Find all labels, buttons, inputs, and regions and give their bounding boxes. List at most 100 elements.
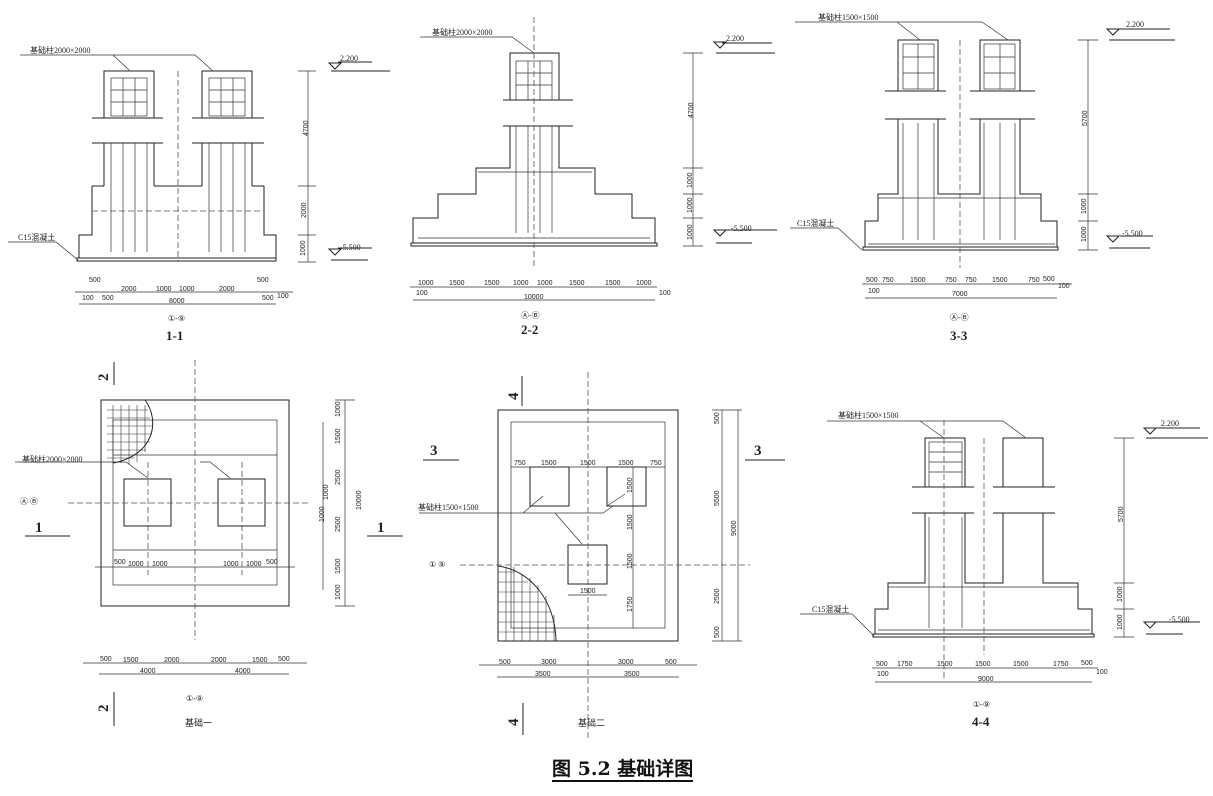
axis-label-plan-1: ①-⑨ xyxy=(186,694,203,703)
column-label-4-4: 基础柱1500×1500 xyxy=(838,410,899,420)
svg-text:1000: 1000 xyxy=(687,197,694,213)
svg-text:1750: 1750 xyxy=(897,661,913,668)
column-footprint-a xyxy=(529,466,570,507)
svg-text:500: 500 xyxy=(100,656,112,663)
plan-title-2: 基础二 xyxy=(578,717,605,728)
svg-text:1500: 1500 xyxy=(1013,661,1029,668)
plan-title-1: 基础一 xyxy=(185,717,212,728)
svg-text:750: 750 xyxy=(882,277,894,284)
svg-text:2.200: 2.200 xyxy=(1161,419,1179,428)
svg-text:10000: 10000 xyxy=(524,294,544,301)
svg-text:3000: 3000 xyxy=(618,659,634,666)
svg-text:9000: 9000 xyxy=(731,520,738,536)
svg-text:1500: 1500 xyxy=(627,553,634,569)
section-title-4-4: 4-4 xyxy=(972,714,990,729)
section-1-1: 基础柱2000×2000 C15混凝土 2.200 -5.500 4700 20… xyxy=(8,45,390,343)
svg-text:1000: 1000 xyxy=(128,561,144,568)
svg-text:1500: 1500 xyxy=(541,460,557,467)
cut-label-2-top: 2 xyxy=(96,374,112,382)
svg-text:1500: 1500 xyxy=(627,477,634,493)
svg-text:4700: 4700 xyxy=(688,102,695,118)
svg-text:2000: 2000 xyxy=(164,657,180,664)
axis-label-1-1: ①-⑨ xyxy=(168,314,185,323)
svg-text:1500: 1500 xyxy=(937,661,953,668)
svg-text:3500: 3500 xyxy=(624,671,640,678)
column-label-2-2: 基础柱2000×2000 xyxy=(432,27,493,37)
svg-text:1500: 1500 xyxy=(335,428,342,444)
svg-text:1500: 1500 xyxy=(627,514,634,530)
svg-text:500: 500 xyxy=(102,295,114,302)
plan-foundation-1: 基础柱2000×2000 Ⓐ Ⓑ 1 1 2 2 500 1000 1000 1… xyxy=(15,360,403,728)
svg-text:100: 100 xyxy=(277,293,289,300)
svg-text:1000: 1000 xyxy=(418,280,434,287)
column-label-plan-2: 基础柱1500×1500 xyxy=(418,502,479,512)
svg-text:1000: 1000 xyxy=(1117,586,1124,602)
svg-text:500: 500 xyxy=(266,559,278,566)
svg-text:1000: 1000 xyxy=(335,584,342,600)
svg-text:1000: 1000 xyxy=(513,280,529,287)
svg-text:500: 500 xyxy=(714,626,721,638)
svg-text:500: 500 xyxy=(89,277,101,284)
svg-text:1000: 1000 xyxy=(179,286,195,293)
axis-label-19: ① ⑨ xyxy=(429,560,445,569)
svg-text:2500: 2500 xyxy=(335,469,342,485)
cut-label-4-top: 4 xyxy=(506,392,522,400)
svg-text:5700: 5700 xyxy=(1118,506,1125,522)
axis-label-ab: Ⓐ Ⓑ xyxy=(20,497,38,506)
svg-text:1500: 1500 xyxy=(975,661,991,668)
column-label-3-3: 基础柱1500×1500 xyxy=(818,12,879,22)
plan-foundation-2: 基础柱1500×1500 ① ⑨ 3 3 4 4 750 1500 1500 1… xyxy=(418,372,785,740)
svg-text:500: 500 xyxy=(499,659,511,666)
svg-text:1500: 1500 xyxy=(449,280,465,287)
svg-text:3500: 3500 xyxy=(535,671,551,678)
svg-text:2.200: 2.200 xyxy=(726,34,744,43)
svg-text:1000: 1000 xyxy=(1117,614,1124,630)
svg-text:1500: 1500 xyxy=(910,277,926,284)
svg-text:1500: 1500 xyxy=(618,460,634,467)
svg-text:8000: 8000 xyxy=(169,298,185,305)
svg-text:500: 500 xyxy=(262,295,274,302)
svg-text:3000: 3000 xyxy=(541,659,557,666)
svg-text:1000: 1000 xyxy=(246,561,262,568)
svg-text:2500: 2500 xyxy=(714,588,721,604)
elev-bottom-1-1: -5.500 xyxy=(340,243,361,252)
cut-label-1-right: 1 xyxy=(377,520,385,536)
svg-text:1000: 1000 xyxy=(687,224,694,240)
svg-text:100: 100 xyxy=(1096,669,1108,676)
svg-text:1500: 1500 xyxy=(252,657,268,664)
svg-text:2500: 2500 xyxy=(335,516,342,532)
svg-text:-5.500: -5.500 xyxy=(1169,615,1190,624)
svg-text:1500: 1500 xyxy=(123,657,139,664)
section-2-2: 基础柱2000×2000 2.200 -5.500 4700 1000 1000… xyxy=(410,17,777,337)
svg-text:4000: 4000 xyxy=(140,668,156,675)
svg-text:750: 750 xyxy=(514,460,526,467)
cut-label-1-left: 1 xyxy=(35,520,43,536)
section-title-3-3: 3-3 xyxy=(950,328,968,343)
svg-text:750: 750 xyxy=(945,277,957,284)
concrete-label-3-3: C15混凝土 xyxy=(797,218,834,228)
svg-text:500: 500 xyxy=(114,559,126,566)
svg-text:500: 500 xyxy=(665,659,677,666)
svg-text:100: 100 xyxy=(416,290,428,297)
svg-text:1000: 1000 xyxy=(1081,198,1088,214)
section-4-4: 基础柱1500×1500 C15混凝土 2.200 -5.500 5700 10… xyxy=(800,410,1208,729)
svg-text:5500: 5500 xyxy=(714,490,721,506)
section-title-1-1: 1-1 xyxy=(166,328,183,343)
svg-text:1000: 1000 xyxy=(156,286,172,293)
svg-text:2.200: 2.200 xyxy=(1126,20,1144,29)
svg-text:1500: 1500 xyxy=(992,277,1008,284)
rebar-mesh-hatch xyxy=(107,399,154,464)
figure-caption: 图 5.2 基础详图 xyxy=(552,758,694,782)
svg-text:1500: 1500 xyxy=(335,558,342,574)
svg-text:100: 100 xyxy=(82,295,94,302)
svg-text:1000: 1000 xyxy=(152,561,168,568)
svg-text:750: 750 xyxy=(650,460,662,467)
cut-label-3-left: 3 xyxy=(430,443,438,459)
svg-text:1000: 1000 xyxy=(1081,226,1088,242)
section-title-2-2: 2-2 xyxy=(521,322,538,337)
cut-label-2-bottom: 2 xyxy=(96,705,112,713)
svg-text:100: 100 xyxy=(659,290,671,297)
svg-text:500: 500 xyxy=(876,661,888,668)
axis-label-2-2: Ⓐ-Ⓑ xyxy=(521,311,540,320)
